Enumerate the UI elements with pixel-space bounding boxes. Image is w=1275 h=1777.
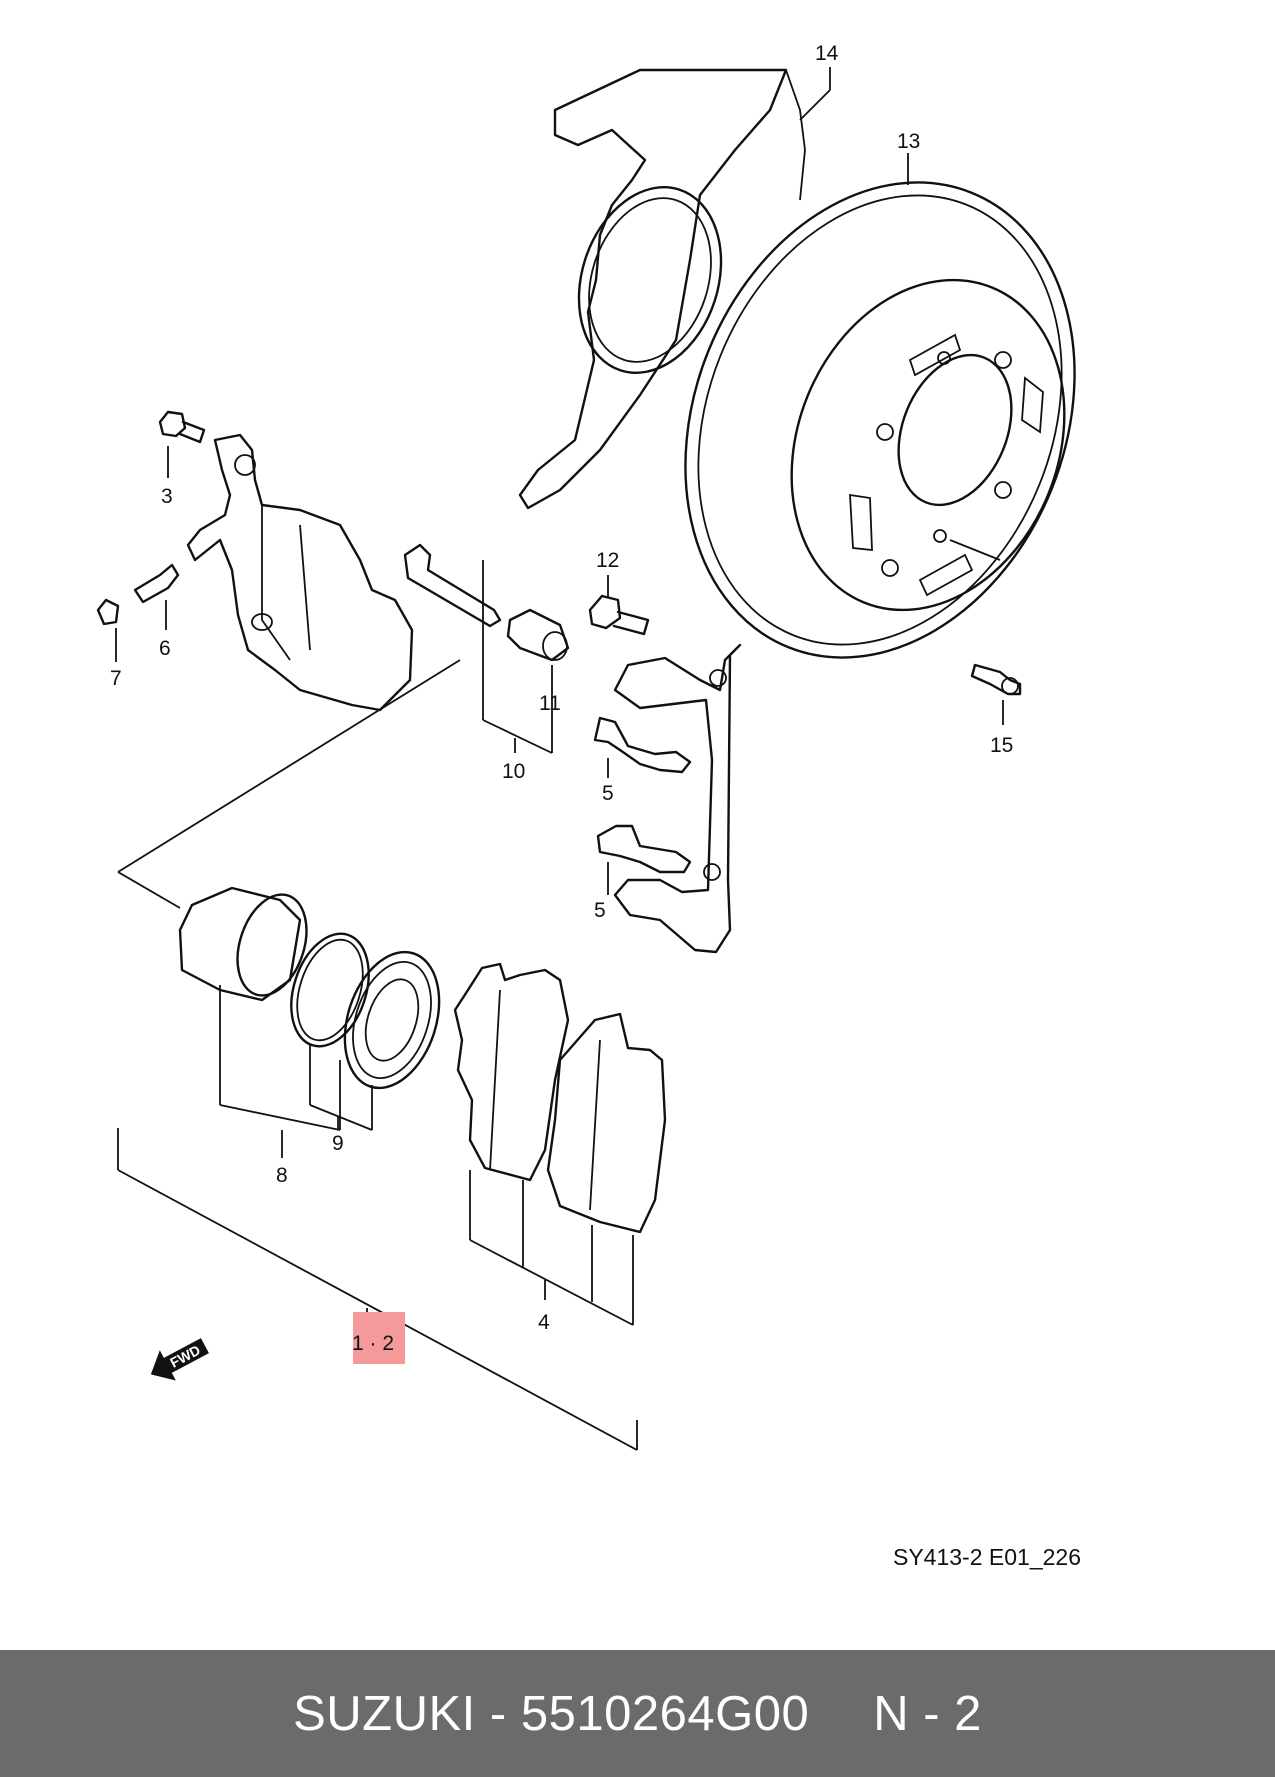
footer-separator: - (489, 1686, 507, 1741)
brake-disc-part (684, 181, 1076, 659)
caliper-body-part (186, 433, 414, 712)
highlight-box (353, 1312, 405, 1364)
brake-pads-4-part (453, 962, 667, 1234)
label-15: 15 (990, 734, 1013, 757)
brake-exploded-diagram: FWD 14 13 3 (96, 42, 1076, 1451)
label-1-2: 1 · 2 (352, 1332, 394, 1355)
label-7: 7 (110, 667, 122, 690)
fwd-arrow-icon: FWD (150, 1338, 209, 1381)
dust-shield-part (518, 68, 806, 510)
label-5-upper: 5 (602, 782, 614, 805)
label-8: 8 (276, 1164, 288, 1187)
label-9: 9 (332, 1132, 344, 1155)
caliper-bracket-part (613, 643, 742, 954)
cap-7-part (96, 598, 120, 626)
guide-pin-10-part (403, 543, 502, 628)
footer-bar: SUZUKI - 5510264G00 N - 2 (0, 1650, 1275, 1777)
bolt-3-part (158, 410, 206, 444)
label-3: 3 (161, 485, 173, 508)
label-13: 13 (897, 130, 920, 153)
footer-part-number: 5510264G00 (520, 1686, 810, 1741)
dust-boot-part (343, 950, 441, 1090)
bolt-12-part (588, 594, 650, 636)
label-14: 14 (815, 42, 839, 65)
pad-clip-upper-part (593, 716, 692, 774)
label-10: 10 (502, 760, 525, 783)
label-12: 12 (596, 549, 619, 572)
drawing-code: SY413-2 E01_226 (893, 1544, 1081, 1570)
pad-clip-lower-part (596, 824, 692, 874)
piston-8-part (178, 886, 308, 1002)
label-11: 11 (539, 692, 561, 715)
label-4: 4 (538, 1311, 550, 1334)
label-6: 6 (159, 637, 171, 660)
boot-11-part (506, 608, 570, 662)
label-5-lower: 5 (594, 899, 606, 922)
part-labels: 14 13 3 12 6 7 11 10 15 5 5 9 8 4 1 · 2 (110, 42, 1013, 1355)
fwd-label: FWD (167, 1342, 203, 1371)
leader-lines (115, 67, 1004, 1451)
screw-15-part (970, 663, 1022, 696)
footer-brand: SUZUKI (293, 1686, 476, 1741)
footer-quantity: N - 2 (873, 1686, 982, 1741)
piston-seal-part (290, 932, 370, 1048)
bleeder-6-part (133, 563, 180, 604)
